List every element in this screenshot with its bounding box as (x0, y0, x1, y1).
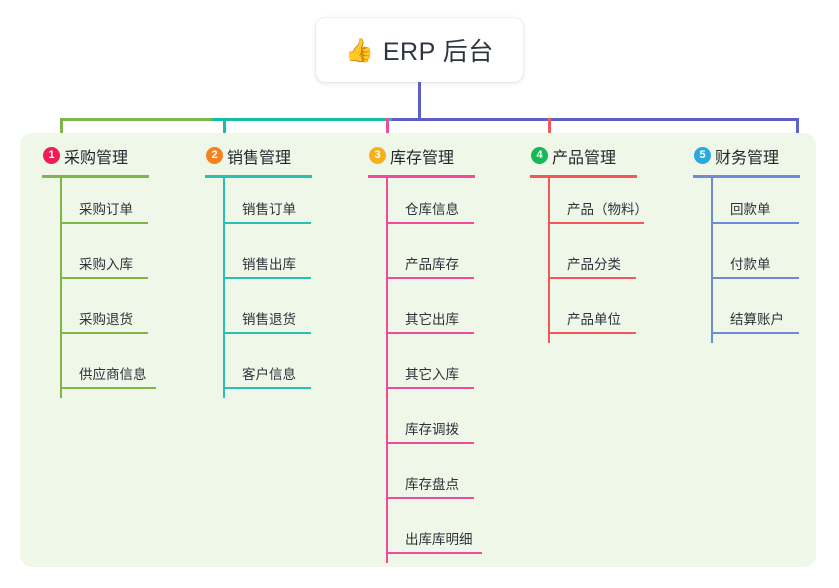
list-item-rule (386, 552, 482, 554)
branch-header-rule (530, 175, 637, 178)
branch-badge-1: 1 (43, 147, 60, 164)
list-item-label: 采购退货 (79, 312, 133, 327)
list-item-rule (223, 222, 311, 224)
list-item-label: 其它出库 (405, 312, 459, 327)
list-item-rule (548, 277, 636, 279)
branch-badge-3: 3 (369, 147, 386, 164)
list-item-rule (711, 277, 799, 279)
branch-header-rule (205, 175, 312, 178)
branch-title: 库存管理 (390, 150, 455, 167)
list-item-rule (386, 277, 474, 279)
branch-title: 财务管理 (715, 150, 780, 167)
list-item-rule (60, 387, 156, 389)
list-item-label: 付款单 (730, 257, 771, 272)
list-item-rule (386, 222, 474, 224)
list-item-label: 客户信息 (242, 367, 296, 382)
list-item-label: 采购订单 (79, 202, 133, 217)
list-item-label: 结算账户 (730, 312, 784, 327)
branch-spine (711, 178, 713, 343)
branch-header-rule (42, 175, 149, 178)
root-trunk (418, 82, 421, 121)
list-item-rule (711, 222, 799, 224)
list-item-label: 出库库明细 (405, 532, 473, 547)
list-item-rule (223, 277, 311, 279)
branches-panel (20, 133, 816, 567)
list-item-rule (386, 497, 474, 499)
list-item-label: 库存盘点 (405, 477, 459, 492)
list-item-label: 销售订单 (242, 202, 296, 217)
root-title: ERP 后台 (382, 38, 494, 66)
branch-badge-5: 5 (694, 147, 711, 164)
branch-spine (548, 178, 550, 343)
list-item-label: 供应商信息 (79, 367, 147, 382)
bus-green (60, 118, 212, 121)
list-item-rule (548, 222, 644, 224)
list-item-rule (223, 387, 311, 389)
list-item-rule (386, 387, 474, 389)
list-item-rule (60, 332, 148, 334)
branch-header-rule (368, 175, 475, 178)
list-item-label: 销售退货 (242, 312, 296, 327)
branch-spine (386, 178, 388, 563)
root-node[interactable]: 👍 ERP 后台 (316, 18, 523, 82)
branch-title: 采购管理 (64, 150, 129, 167)
branch-spine (223, 178, 225, 398)
branch-spine (60, 178, 62, 398)
branch-badge-2: 2 (206, 147, 223, 164)
list-item-rule (711, 332, 799, 334)
list-item-rule (60, 277, 148, 279)
list-item-label: 产品库存 (405, 257, 459, 272)
branch-title: 销售管理 (227, 150, 292, 167)
list-item-label: 产品分类 (567, 257, 621, 272)
bus-teal (212, 118, 392, 121)
list-item-rule (548, 332, 636, 334)
list-item-label: 回款单 (730, 202, 771, 217)
list-item-label: 采购入库 (79, 257, 133, 272)
branch-title: 产品管理 (552, 150, 617, 167)
list-item-label: 销售出库 (242, 257, 296, 272)
list-item-rule (386, 442, 474, 444)
list-item-label: 仓库信息 (405, 202, 459, 217)
list-item-rule (386, 332, 474, 334)
list-item-label: 库存调拨 (405, 422, 459, 437)
bus-blue (392, 118, 799, 121)
list-item-label: 其它入库 (405, 367, 459, 382)
list-item-label: 产品单位 (567, 312, 621, 327)
branch-header-rule (693, 175, 800, 178)
list-item-label: 产品（物料） (567, 202, 648, 217)
list-item-rule (223, 332, 311, 334)
list-item-rule (60, 222, 148, 224)
branch-badge-4: 4 (531, 147, 548, 164)
thumbs-up-icon: 👍 (345, 36, 374, 63)
